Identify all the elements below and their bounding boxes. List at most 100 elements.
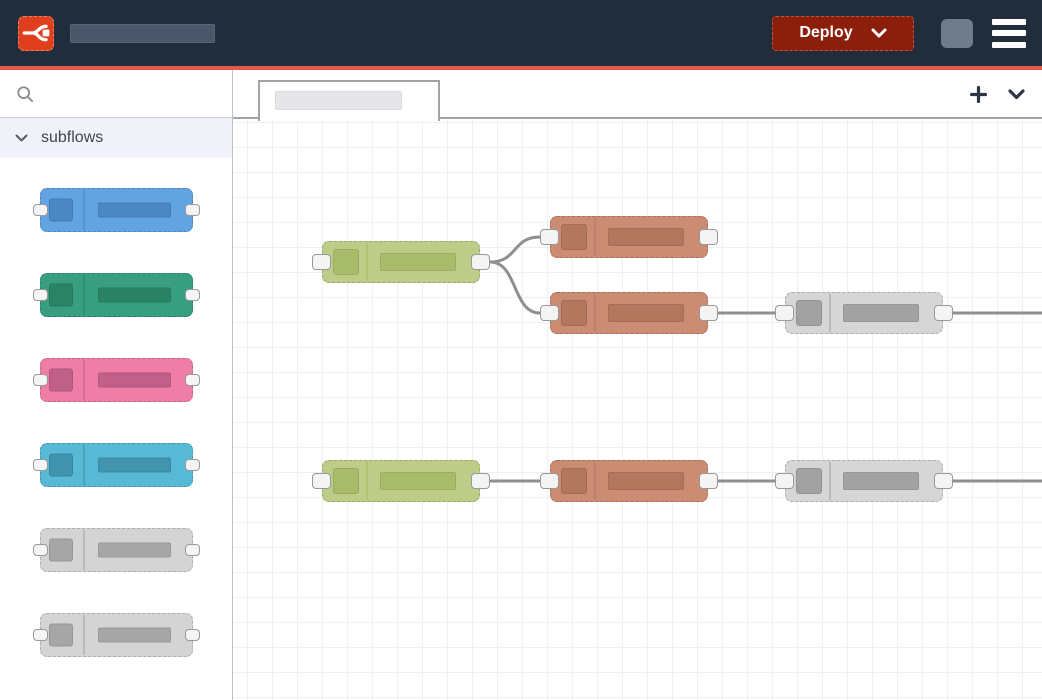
node-icon xyxy=(49,283,73,307)
input-port[interactable] xyxy=(33,459,48,471)
node-icon xyxy=(49,368,73,392)
palette-search[interactable] xyxy=(0,70,232,118)
node-label-placeholder xyxy=(843,304,919,322)
node-icon xyxy=(49,198,73,222)
palette-node-subflow-gray-1[interactable] xyxy=(33,528,200,572)
output-port[interactable] xyxy=(699,229,718,245)
hamburger-menu-icon[interactable] xyxy=(992,18,1026,48)
output-port[interactable] xyxy=(185,459,200,471)
output-port[interactable] xyxy=(185,629,200,641)
output-port[interactable] xyxy=(185,289,200,301)
flow-node-n6-salmon[interactable] xyxy=(540,460,718,502)
wire-n1-n2[interactable] xyxy=(489,235,541,264)
input-port[interactable] xyxy=(540,305,559,321)
output-port[interactable] xyxy=(934,473,953,489)
flow-tab-label-placeholder xyxy=(275,91,402,110)
node-separator xyxy=(83,530,85,570)
chevron-down-icon xyxy=(871,28,887,37)
output-port[interactable] xyxy=(185,374,200,386)
input-port[interactable] xyxy=(33,629,48,641)
node-label-placeholder xyxy=(98,542,171,558)
input-port[interactable] xyxy=(775,305,794,321)
output-port[interactable] xyxy=(185,544,200,556)
node-red-logo xyxy=(18,15,54,51)
node-separator xyxy=(829,462,831,500)
node-icon xyxy=(49,538,73,562)
output-port[interactable] xyxy=(471,254,490,270)
flow-node-n4-gray[interactable] xyxy=(775,292,953,334)
node-separator xyxy=(594,218,596,256)
output-port[interactable] xyxy=(699,473,718,489)
wire-n1-n3[interactable] xyxy=(489,260,541,315)
node-separator xyxy=(594,294,596,332)
palette-node-subflow-pink[interactable] xyxy=(33,358,200,402)
node-separator xyxy=(83,445,85,485)
flow-tab[interactable] xyxy=(258,80,440,121)
node-label-placeholder xyxy=(380,253,456,271)
node-icon xyxy=(561,300,587,326)
palette-node-subflow-gray-2[interactable] xyxy=(33,613,200,657)
palette-node-subflow-blue[interactable] xyxy=(33,188,200,232)
workspace-tab-bar xyxy=(233,70,1042,121)
palette-node-subflow-green[interactable] xyxy=(33,273,200,317)
flow-canvas[interactable] xyxy=(233,119,1042,700)
node-icon xyxy=(49,623,73,647)
output-port[interactable] xyxy=(471,473,490,489)
node-icon xyxy=(796,300,822,326)
flow-node-n7-gray[interactable] xyxy=(775,460,953,502)
output-port[interactable] xyxy=(934,305,953,321)
node-label-placeholder xyxy=(608,304,684,322)
chevron-down-icon xyxy=(1007,89,1025,100)
node-separator xyxy=(594,462,596,500)
input-port[interactable] xyxy=(33,204,48,216)
node-icon xyxy=(49,453,73,477)
node-label-placeholder xyxy=(843,472,919,490)
input-port[interactable] xyxy=(312,254,331,270)
node-label-placeholder xyxy=(608,228,684,246)
header-bar: Deploy xyxy=(0,0,1042,66)
palette-node-subflow-cyan[interactable] xyxy=(33,443,200,487)
node-separator xyxy=(829,294,831,332)
add-flow-button[interactable] xyxy=(966,83,990,107)
deploy-label: Deploy xyxy=(799,24,853,41)
node-icon xyxy=(561,224,587,250)
node-red-logo-glyph xyxy=(22,24,50,42)
palette-category-subflows[interactable]: subflows xyxy=(0,118,232,158)
node-icon xyxy=(333,249,359,275)
node-icon xyxy=(333,468,359,494)
input-port[interactable] xyxy=(775,473,794,489)
flow-node-n1-olive[interactable] xyxy=(312,241,490,283)
plus-icon xyxy=(969,86,987,103)
input-port[interactable] xyxy=(33,544,48,556)
node-label-placeholder xyxy=(608,472,684,490)
input-port[interactable] xyxy=(33,374,48,386)
tab-list-button[interactable] xyxy=(1004,83,1028,107)
node-separator xyxy=(83,360,85,400)
node-icon xyxy=(796,468,822,494)
input-port[interactable] xyxy=(312,473,331,489)
flow-node-n5-olive[interactable] xyxy=(312,460,490,502)
input-port[interactable] xyxy=(540,229,559,245)
output-port[interactable] xyxy=(185,204,200,216)
deploy-button[interactable]: Deploy xyxy=(772,15,914,51)
node-label-placeholder xyxy=(98,202,171,218)
node-separator xyxy=(366,462,368,500)
search-icon xyxy=(17,85,34,102)
header-title-placeholder xyxy=(70,23,215,43)
node-label-placeholder xyxy=(380,472,456,490)
node-separator xyxy=(83,275,85,315)
flow-node-n2-salmon[interactable] xyxy=(540,216,718,258)
input-port[interactable] xyxy=(33,289,48,301)
output-port[interactable] xyxy=(699,305,718,321)
user-avatar[interactable] xyxy=(941,18,973,48)
input-port[interactable] xyxy=(540,473,559,489)
node-separator xyxy=(83,615,85,655)
node-label-placeholder xyxy=(98,287,171,303)
node-label-placeholder xyxy=(98,627,171,643)
node-separator xyxy=(366,243,368,281)
flow-node-n3-salmon[interactable] xyxy=(540,292,718,334)
node-icon xyxy=(561,468,587,494)
node-separator xyxy=(83,190,85,230)
